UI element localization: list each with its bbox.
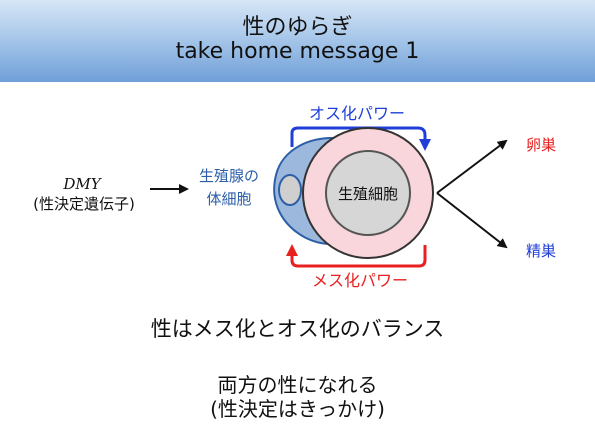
both-sexes-message: 両方の性になれる <box>217 373 378 397</box>
balance-message: 性はメス化とオス化のバランス <box>150 317 445 341</box>
somatic-label-line1: 生殖腺の <box>199 167 259 185</box>
arrow-to-ovary <box>436 139 508 194</box>
testis-label: 精巣 <box>526 242 556 260</box>
somatic-nucleus <box>278 174 302 206</box>
germ-cell-nucleus <box>325 150 411 236</box>
sex-determination-diagram: DMY (性決定遺伝子) 生殖腺の 体細胞 オス化パワー 生殖細胞 メス化パワー… <box>33 104 556 290</box>
slide-subtitle: take home message 1 <box>175 39 420 64</box>
title-banner: 性のゆらぎ take home message 1 <box>0 0 595 82</box>
somatic-label-line2: 体細胞 <box>206 190 251 208</box>
gene-desc: (性決定遺伝子) <box>33 195 135 213</box>
germ-cell-label: 生殖細胞 <box>338 185 398 203</box>
gene-name: DMY <box>62 175 102 193</box>
male-power-label: オス化パワー <box>309 104 405 123</box>
trigger-message: (性決定はきっかけ) <box>210 397 385 421</box>
arrow-to-testis <box>436 192 508 249</box>
slide-title: 性のゆらぎ <box>242 15 353 40</box>
female-power-bracket <box>286 244 427 268</box>
female-power-label: メス化パワー <box>312 271 408 290</box>
ovary-label: 卵巣 <box>526 136 556 154</box>
